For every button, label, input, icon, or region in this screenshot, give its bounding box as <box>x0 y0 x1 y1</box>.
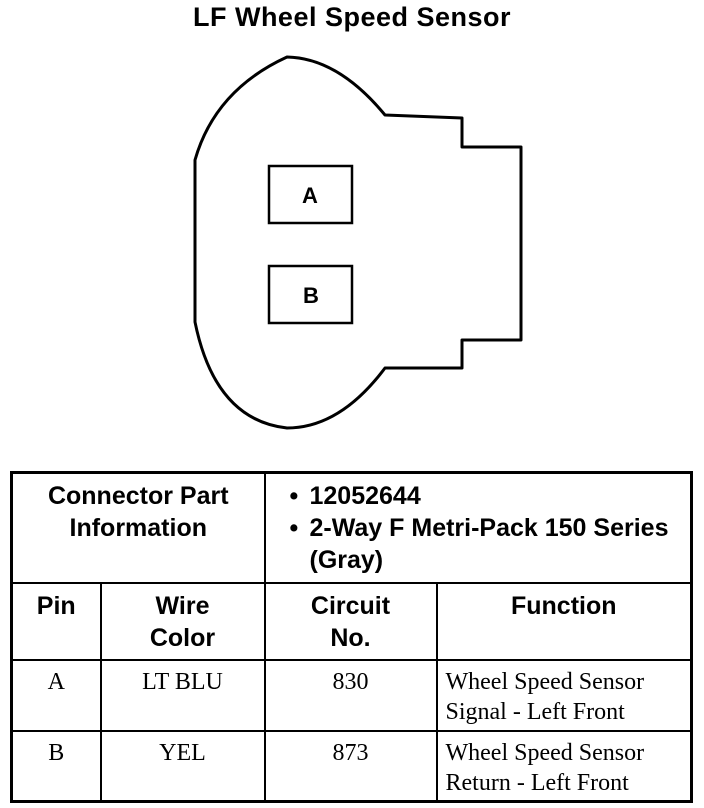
connector-outline <box>193 55 523 430</box>
row-pin: B <box>10 729 102 803</box>
pin-b-label: B <box>303 283 319 308</box>
pin-a-label: A <box>302 183 318 208</box>
row-function: Wheel Speed Sensor Signal - Left Front <box>435 658 693 732</box>
pin-b-cavity <box>267 264 354 325</box>
table-row: A LT BLU 830 Wheel Speed Sensor Signal -… <box>10 658 693 732</box>
row-wire-color: YEL <box>99 729 266 803</box>
header-circuit-no: Circuit No. <box>263 581 438 661</box>
header-wire-color: Wire Color <box>99 581 266 661</box>
row-wire-color: LT BLU <box>99 658 266 732</box>
header-pin: Pin <box>10 581 102 661</box>
connector-part-row: Connector Part Information •12052644 •2-… <box>10 471 693 584</box>
connector-part-info: •12052644 •2-Way F Metri-Pack 150 Series… <box>263 471 693 584</box>
row-circuit: 830 <box>263 658 438 732</box>
part-description-item: •2-Way F Metri-Pack 150 Series (Gray) <box>289 514 669 574</box>
diagram-title: LF Wheel Speed Sensor <box>192 2 512 32</box>
row-function: Wheel Speed Sensor Return - Left Front <box>435 729 693 803</box>
connector-face-diagram: A B <box>193 55 523 430</box>
table-row: B YEL 873 Wheel Speed Sensor Return - Le… <box>10 729 693 803</box>
connector-part-label: Connector Part Information <box>10 471 266 584</box>
row-circuit: 873 <box>263 729 438 803</box>
pin-a-cavity <box>267 164 354 225</box>
part-number-item: •12052644 <box>289 482 421 510</box>
connector-info-table: Connector Part Information •12052644 •2-… <box>10 471 693 803</box>
header-row: Pin Wire Color Circuit No. Function <box>10 581 693 661</box>
header-function: Function <box>435 581 693 661</box>
row-pin: A <box>10 658 102 732</box>
